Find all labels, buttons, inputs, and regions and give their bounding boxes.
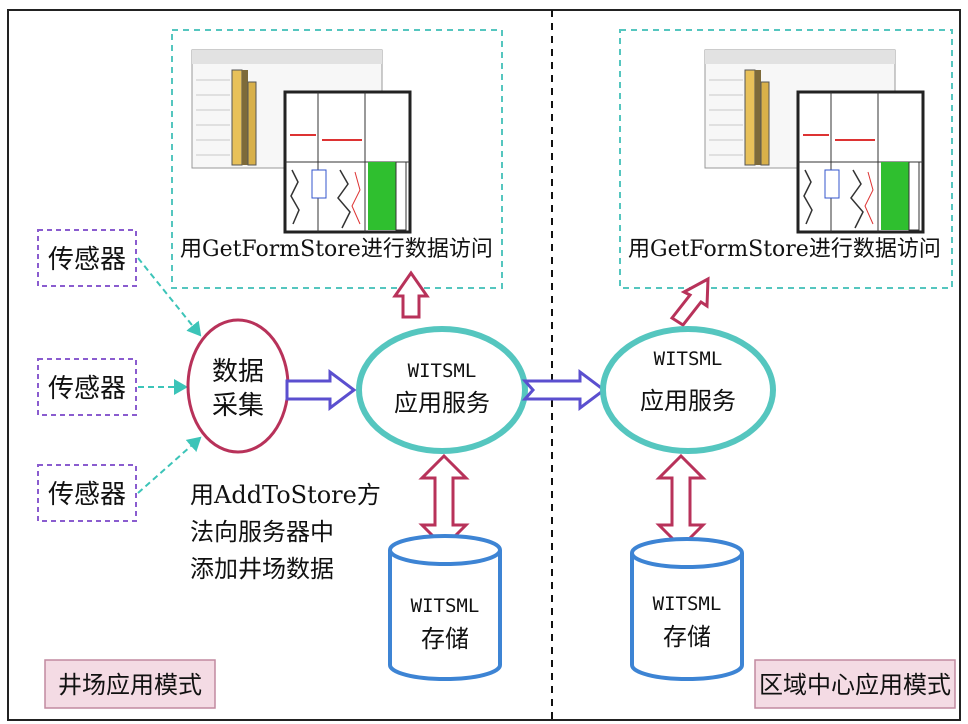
left-storage-double-arrow <box>418 453 470 550</box>
left-mode-label-box <box>44 659 216 709</box>
right-service-line-2: 应用服务 <box>640 387 736 415</box>
left-access-box <box>171 29 503 289</box>
right-log-display-image <box>704 49 925 234</box>
right-service-oval <box>600 326 776 454</box>
left-log-display-image <box>191 49 412 234</box>
flow-arrow-collection-to-service <box>285 369 357 411</box>
left-storage-cylinder <box>388 534 502 681</box>
sensor-link-3 <box>137 436 202 494</box>
right-storage-cylinder <box>630 537 744 681</box>
flow-arrow-well-to-regional <box>521 369 607 411</box>
outer-frame <box>7 9 961 721</box>
add-to-store-note-line-3: 添加井场数据 <box>190 555 334 583</box>
right-storage-line-1: WITSML <box>653 593 722 615</box>
right-storage-double-arrow <box>655 453 707 550</box>
left-access-caption: 用GetFormStore进行数据访问 <box>180 237 493 262</box>
left-service-line-2: 应用服务 <box>394 389 490 417</box>
sensor-box-1 <box>37 229 137 287</box>
sensor-box-3 <box>37 464 137 522</box>
right-access-caption: 用GetFormStore进行数据访问 <box>628 237 941 262</box>
right-mode-label: 区域中心应用模式 <box>759 671 951 699</box>
data-collection-line-2: 采集 <box>212 391 264 421</box>
right-access-box <box>619 29 953 289</box>
right-mode-label-box <box>754 659 956 709</box>
data-collection-line-1: 数据 <box>212 357 264 387</box>
left-storage-line-2: 存储 <box>421 625 469 653</box>
sensor-label-1: 传感器 <box>48 245 126 275</box>
left-storage-line-1: WITSML <box>411 595 480 617</box>
right-storage-line-2: 存储 <box>663 623 711 651</box>
sensor-box-2 <box>37 358 137 416</box>
left-mode-label: 井场应用模式 <box>58 671 202 699</box>
add-to-store-note-line-1: 用AddToStore方 <box>190 481 381 509</box>
left-service-line-1: WITSML <box>408 360 477 382</box>
add-to-store-note-line-2: 法向服务器中 <box>190 518 334 546</box>
right-access-arrow <box>669 276 710 327</box>
sensor-label-2: 传感器 <box>48 374 126 404</box>
left-service-oval <box>356 326 528 454</box>
left-access-arrow <box>392 270 430 319</box>
right-service-line-1: WITSML <box>654 348 723 370</box>
sensor-link-1 <box>137 257 202 337</box>
sensor-label-3: 传感器 <box>48 480 126 510</box>
